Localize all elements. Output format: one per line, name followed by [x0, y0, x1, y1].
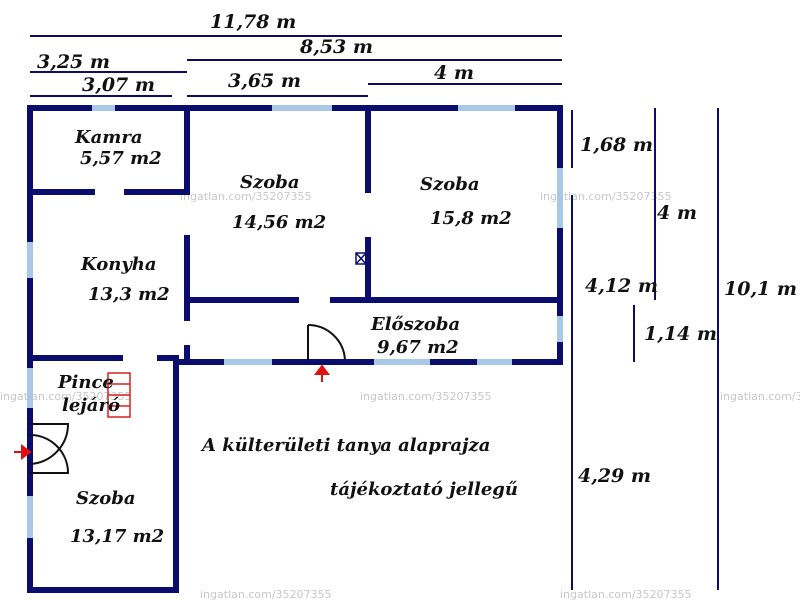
room-area-szoba2: 15,8 m2 [430, 208, 512, 229]
dim-v-top: 1,68 m [580, 134, 653, 156]
dim-total-width: 11,78 m [210, 11, 296, 33]
watermark: ingatlan.com/35207355 [360, 390, 492, 403]
room-name-kamra: Kamra [74, 127, 143, 148]
vertical-dimensions [571, 108, 719, 590]
room-name-pince-line1: Pince [57, 372, 114, 393]
room-name-szoba1: Szoba [240, 172, 299, 193]
note-title: A külterületi tanya alaprajza [200, 435, 490, 456]
dim-left-bottom: 3,07 m [82, 74, 155, 96]
dim-left-top: 3,25 m [37, 51, 110, 73]
watermark: ingatlan.com/35207355 [560, 588, 692, 600]
room-area-eloszoba: 9,67 m2 [377, 337, 459, 358]
entrance-arrow-icon [14, 444, 32, 460]
entrance-door-hall [307, 323, 346, 361]
note-subtitle: tájékoztató jellegű [330, 479, 518, 500]
room-name-pince-line2: lejáró [62, 395, 120, 416]
entrance-arrow-icon [314, 364, 330, 382]
dim-v-mid: 4,12 m [585, 275, 658, 297]
dim-v-total: 10,1 m [724, 278, 797, 300]
watermark: ingatlan.com/35207355 [720, 390, 800, 403]
watermark: ingatlan.com/35207355 [200, 588, 332, 600]
room-area-kamra: 5,57 m2 [80, 148, 162, 169]
dim-v-four: 4 m [657, 202, 697, 224]
dim-right-width: 8,53 m [299, 36, 373, 58]
room-area-szoba3: 13,17 m2 [70, 526, 164, 547]
dim-v-small: 1,14 m [644, 323, 717, 345]
room-name-szoba2: Szoba [420, 174, 479, 195]
room-name-szoba3: Szoba [76, 488, 135, 509]
dim-v-lower: 4,29 m [578, 465, 651, 487]
dim-middle: 3,65 m [228, 70, 301, 92]
room-area-szoba1: 14,56 m2 [232, 212, 326, 233]
entrance-door-szoba [29, 423, 70, 474]
chimney-icon [355, 252, 367, 265]
room-name-konyha: Konyha [80, 254, 157, 275]
cellar-stairs [107, 372, 131, 418]
dim-right: 4 m [434, 62, 474, 84]
room-name-eloszoba: Előszoba [370, 314, 460, 335]
windows [27, 105, 563, 538]
watermark: ingatlan.com/35207355 [180, 190, 312, 203]
horizontal-dimensions [30, 35, 562, 97]
room-area-konyha: 13,3 m2 [88, 284, 170, 305]
